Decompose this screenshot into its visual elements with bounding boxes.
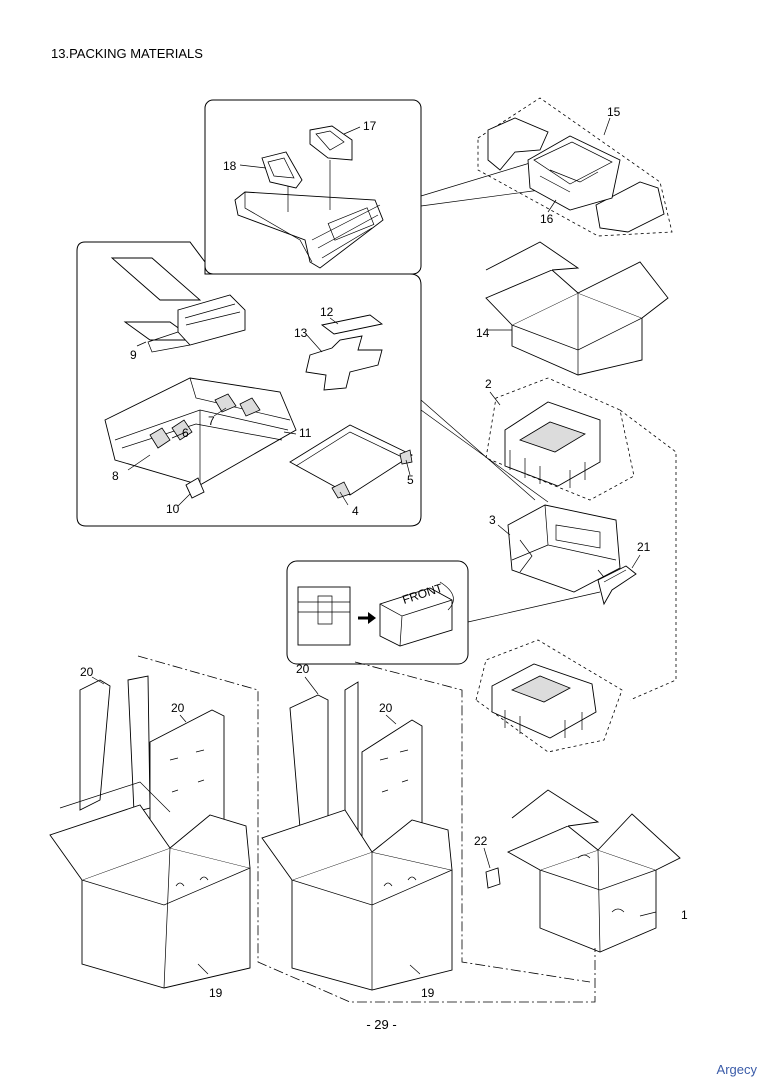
callout-2: 2: [485, 377, 492, 391]
part-12: [320, 314, 384, 335]
callout-20-a: 20: [80, 665, 94, 679]
callout-12: 12: [320, 305, 334, 319]
callout-13: 13: [294, 326, 308, 340]
printer-bag-3: [507, 504, 621, 593]
inset-tray-spacers: [204, 99, 422, 275]
inset-front-label: FRONT: [286, 560, 601, 665]
callout-5: 5: [407, 473, 414, 487]
callout-20-b: 20: [171, 701, 185, 715]
callout-10: 10: [166, 502, 180, 516]
callout-22: 22: [474, 834, 488, 848]
callout-4: 4: [352, 504, 359, 518]
page-number: - 29 -: [366, 1017, 397, 1032]
callout-8: 8: [112, 469, 119, 483]
leader-lines: [91, 117, 657, 975]
callout-11: 11: [299, 426, 312, 440]
callout-20-c: 20: [296, 662, 310, 676]
spacer-18: [261, 151, 303, 189]
spacer-17: [309, 125, 353, 161]
callout-labels: 1 2 3 4 5 6 7 8 9 10 11 12 13 14 15 16 1…: [80, 105, 688, 1000]
callout-9: 9: [130, 348, 137, 362]
callout-14: 14: [476, 326, 490, 340]
inset-internals: [76, 241, 422, 527]
callout-21: 21: [637, 540, 651, 554]
part-4-5-plate: [289, 424, 413, 499]
carton-19-middle: [261, 681, 453, 991]
carton-19-left: [49, 675, 251, 989]
callout-17: 17: [363, 119, 377, 133]
callout-7: 7: [208, 414, 215, 428]
callout-20-d: 20: [379, 701, 393, 715]
bag-16: [527, 135, 621, 211]
callout-18: 18: [223, 159, 237, 173]
cushion-2: [485, 377, 635, 501]
carton-14: [485, 241, 669, 376]
part-21: [597, 565, 637, 606]
callout-16: 16: [540, 212, 554, 226]
belt-unit: [104, 377, 297, 499]
page-title: 13.PACKING MATERIALS: [51, 46, 203, 61]
cushion-bottom: [475, 639, 623, 753]
carton-1: [485, 789, 681, 953]
callout-1: 1: [681, 908, 688, 922]
callout-6: 6: [182, 426, 189, 440]
callout-19-middle: 19: [421, 986, 435, 1000]
part-9: [110, 257, 246, 353]
callout-3: 3: [489, 513, 496, 527]
watermark: Argecy: [716, 1062, 757, 1077]
part-13: [305, 335, 383, 391]
callout-19-left: 19: [209, 986, 223, 1000]
callout-15: 15: [607, 105, 621, 119]
top-pads: [477, 97, 673, 237]
